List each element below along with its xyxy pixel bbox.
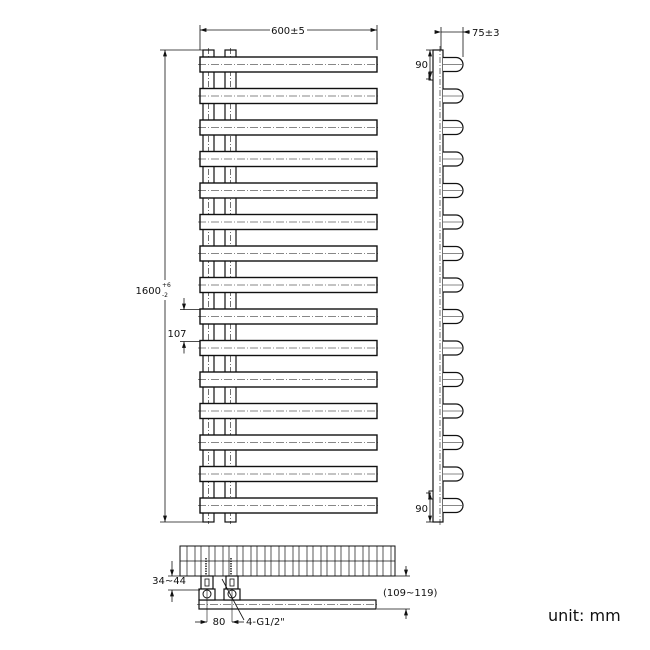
arrowhead — [428, 50, 432, 57]
valve-core — [229, 578, 235, 587]
arrowhead — [182, 303, 186, 310]
arrowhead — [182, 341, 186, 348]
top-bracket — [428, 71, 434, 81]
height-tol-lower: -2 — [162, 292, 168, 299]
arrowhead — [428, 515, 432, 522]
pipe-centers-label: 80 — [213, 617, 226, 628]
arrowhead — [463, 30, 470, 34]
arrowhead — [200, 28, 207, 32]
arrowhead — [370, 28, 377, 32]
arrowhead — [163, 50, 167, 57]
side-tube — [432, 49, 444, 523]
arrowhead — [170, 569, 174, 576]
side-view — [428, 46, 464, 526]
arrowhead — [163, 515, 167, 522]
pitch-dimension-label: 107 — [167, 329, 186, 340]
height-dimension-label: 1600 — [136, 286, 161, 297]
unit-label: unit: mm — [548, 606, 621, 625]
valve-core — [204, 578, 210, 587]
arrowhead — [232, 620, 239, 624]
arrowhead — [428, 493, 432, 500]
bottom-bracket-label: 90 — [415, 504, 428, 515]
height-tol-upper: +6 — [162, 282, 171, 289]
front-view — [198, 48, 379, 524]
arrowhead — [404, 609, 408, 616]
arrowhead — [404, 569, 408, 576]
wall-offset-label: 34~44 — [152, 576, 186, 587]
depth-dimension-label: 75±3 — [472, 28, 499, 39]
arrowhead — [170, 590, 174, 597]
connection-label: 4-G1/2" — [246, 617, 285, 628]
dimensions: 600±5 1600 +6 -2 107 75±3 90 90 34~44 (1… — [136, 25, 499, 628]
arrowhead — [428, 72, 432, 79]
top-bracket-label: 90 — [415, 60, 428, 71]
pipe-projection-label: (109~119) — [383, 588, 437, 599]
width-dimension-label: 600±5 — [271, 26, 305, 37]
arrowhead — [200, 620, 207, 624]
bottom-view — [179, 545, 396, 622]
arrowhead — [434, 30, 441, 34]
connection-leader — [221, 578, 245, 621]
